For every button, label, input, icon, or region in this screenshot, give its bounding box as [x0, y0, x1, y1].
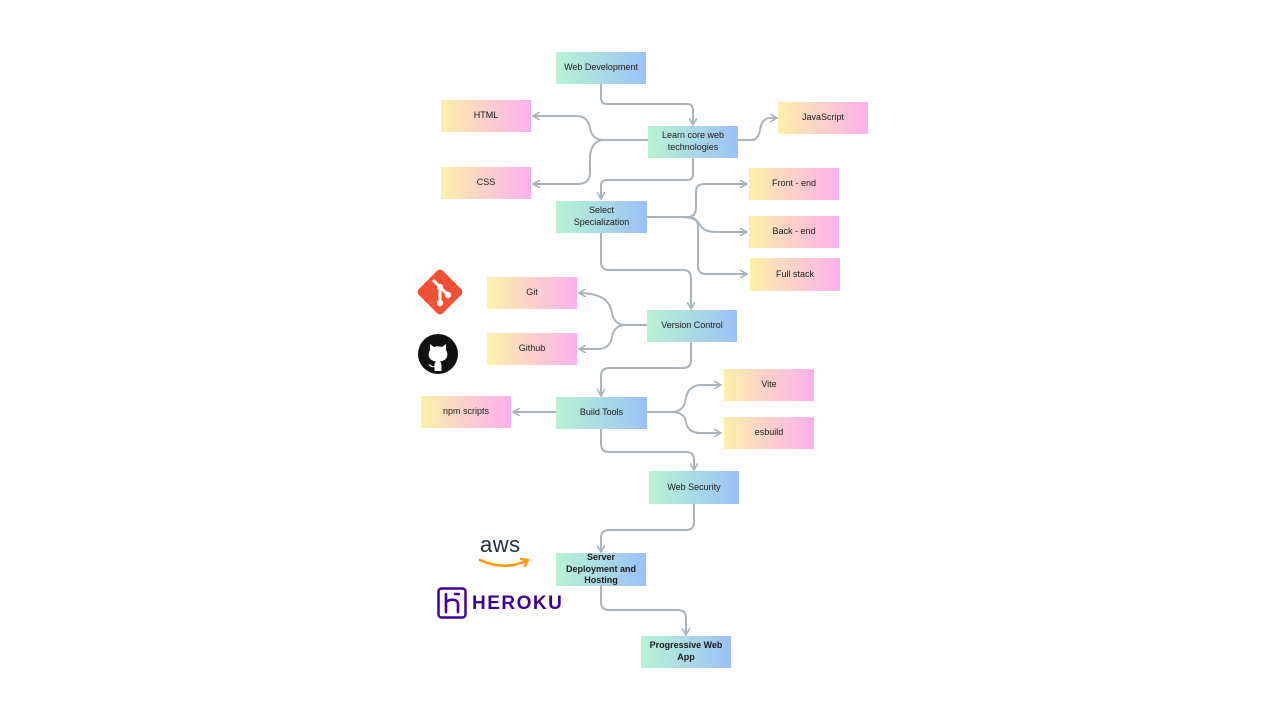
- connector-learn-css: [534, 139, 649, 184]
- connector-select-fullstack: [646, 216, 746, 274]
- connector-select-vc: [600, 232, 691, 308]
- node-learn-core: Learn core web technologies: [648, 126, 738, 158]
- connector-server-pwa: [600, 585, 686, 634]
- connector-build-vite: [646, 385, 720, 413]
- github-logo-icon: [418, 334, 458, 374]
- node-npm-scripts: npm scripts: [421, 396, 511, 428]
- aws-logo-text: aws: [480, 532, 521, 557]
- connector-vc-build: [601, 341, 692, 395]
- heroku-logo-icon: [437, 587, 467, 619]
- node-web-development: Web Development: [556, 52, 646, 84]
- node-server-deployment: Server Deployment and Hosting: [556, 552, 646, 586]
- node-javascript: JavaScript: [778, 102, 868, 134]
- node-vite: Vite: [724, 369, 814, 401]
- node-github: Github: [487, 333, 577, 365]
- node-front-end: Front - end: [749, 168, 839, 200]
- node-full-stack: Full stack: [750, 258, 840, 291]
- node-esbuild: esbuild: [724, 417, 814, 449]
- connector-webdev-learn: [600, 83, 693, 124]
- connector-security-server: [601, 503, 695, 551]
- node-git: Git: [487, 277, 577, 309]
- connector-select-frontend: [646, 184, 746, 218]
- node-css: CSS: [441, 167, 531, 199]
- node-select-specialization: Select Specialization: [556, 201, 647, 233]
- connector-vc-github: [580, 324, 648, 349]
- node-pwa: Progressive Web App: [641, 636, 731, 668]
- node-web-security: Web Security: [649, 471, 739, 504]
- git-logo-icon: [417, 269, 463, 315]
- node-version-control: Version Control: [647, 310, 737, 342]
- connector-build-security: [600, 428, 694, 469]
- connector-build-esbuild: [646, 411, 720, 433]
- aws-smile-arrow-icon: [478, 557, 530, 568]
- connector-learn-html: [534, 116, 649, 141]
- node-html: HTML: [441, 100, 531, 132]
- node-back-end: Back - end: [749, 216, 839, 248]
- connector-vc-git: [580, 293, 648, 326]
- heroku-logo-text: HEROKU: [472, 593, 564, 614]
- connector-learn-js: [737, 118, 776, 141]
- node-build-tools: Build Tools: [556, 397, 647, 429]
- connector-learn-select: [601, 155, 694, 198]
